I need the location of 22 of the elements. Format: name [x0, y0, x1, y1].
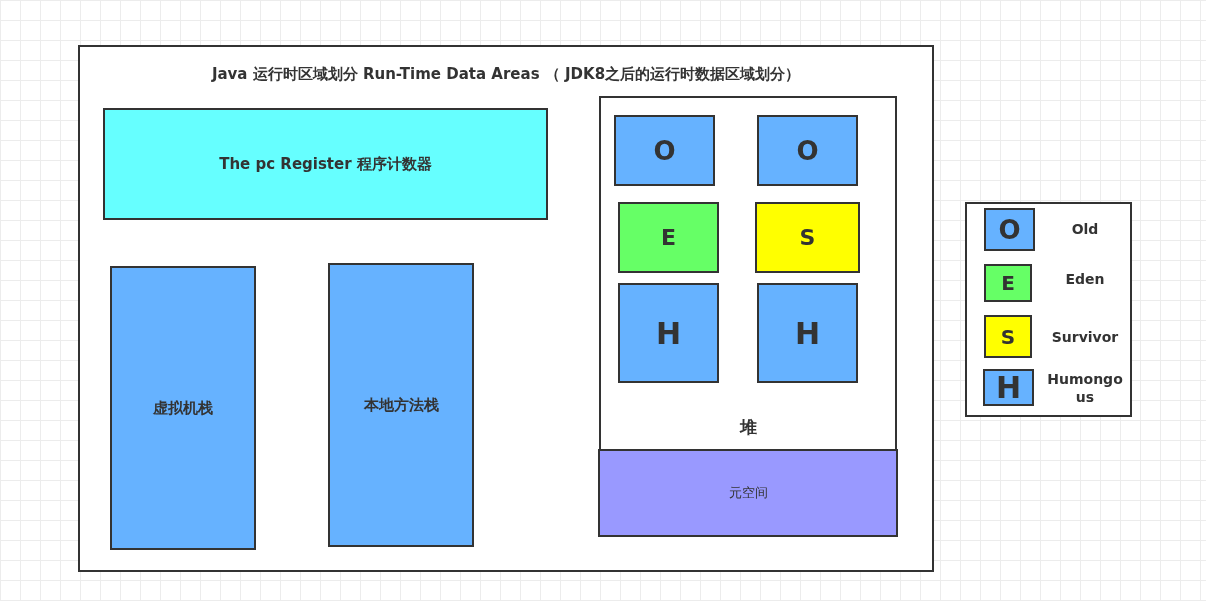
region-box: H [757, 283, 858, 383]
legend-label: Humongous [1047, 370, 1123, 406]
swatch-letter: S [1000, 326, 1016, 347]
legend-label: Survivor [1051, 328, 1119, 346]
region-box: O [757, 115, 858, 186]
area-frame [78, 45, 934, 572]
region-box: E [618, 202, 719, 273]
swatch-letter: E [1001, 273, 1015, 293]
swatch-letter: O [998, 216, 1021, 243]
heap-label: 堆 [739, 416, 757, 439]
swatch-letter: H [995, 372, 1022, 403]
stack-box: 本地方法栈 [328, 263, 474, 547]
region-box: H [618, 283, 719, 383]
register-box: The pc Register 程序计数器 [103, 108, 548, 220]
region-box: S [755, 202, 860, 273]
legend-label: Old [1071, 220, 1099, 238]
frame-title: Java 运行时区域划分 Run-Time Data Areas （ JDK8之后的运行时数据区域划分） [211, 65, 801, 84]
stack-box: 虚拟机栈 [110, 266, 256, 550]
legend-label: Eden [1065, 270, 1105, 288]
metaspace-box: 元空间 [598, 449, 898, 537]
heap-box [599, 96, 897, 451]
region-box: O [614, 115, 715, 186]
